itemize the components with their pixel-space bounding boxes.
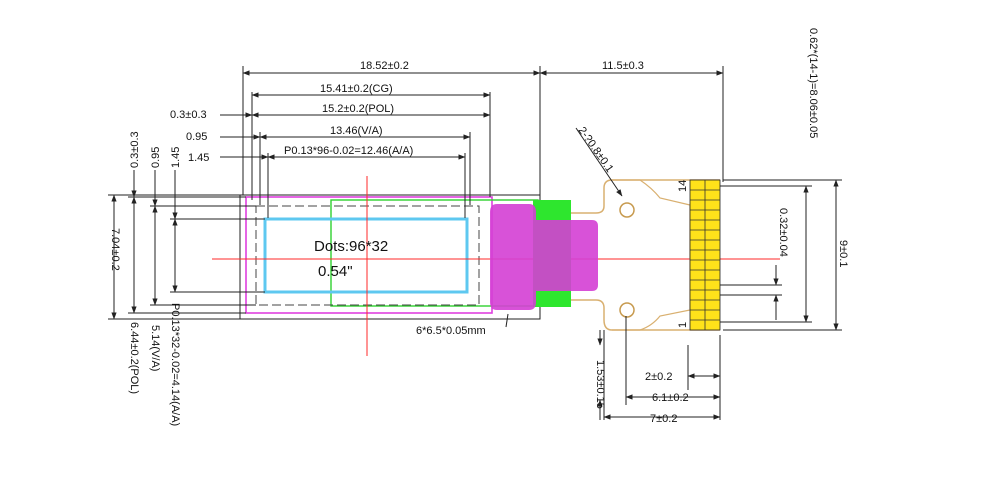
- pin-14-label: 14: [677, 180, 689, 192]
- dim-fpc-stiff: 1.53±0.15: [594, 360, 606, 409]
- dim-fpc-width: 9±0.1: [837, 240, 849, 267]
- pol-outline: [245, 196, 493, 314]
- dim-fpc-diag: 2-?0.8±0.1: [576, 125, 616, 175]
- dim-va: 13.46(V/A): [330, 125, 383, 137]
- fpc-outline: [571, 179, 720, 331]
- ic-chip: [490, 204, 598, 310]
- dim-v-aa: P0.13*32-0.02=4.14(A/A): [169, 303, 181, 426]
- dim-line-diag: [575, 127, 623, 197]
- pin-1-label: 1: [677, 322, 689, 328]
- dim-aa: P0.13*96-0.02=12.46(A/A): [284, 145, 413, 157]
- dim-pol: 15.2±0.2(POL): [322, 103, 394, 115]
- dim-v-03: 0.3±0.3: [129, 131, 141, 168]
- dim-fpc-pitch: 0.62*(14-1)=8.06±0.05: [807, 28, 819, 138]
- dim-fpc-2: 2±0.2: [645, 371, 672, 383]
- dim-overall: 18.52±0.2: [360, 60, 409, 72]
- dim-fpc-pad: 0.32±0.04: [777, 208, 789, 257]
- fpc-fingers-lines: [690, 180, 720, 330]
- dots-label: Dots:96*32: [314, 238, 388, 255]
- dim-v-pol: 6.44±0.2(POL): [128, 322, 140, 394]
- ic-note-leader: [505, 313, 509, 328]
- size-label: 0.54": [318, 263, 353, 280]
- ic-note: 6*6.5*0.05mm: [416, 325, 486, 337]
- fpc-body: [612, 179, 691, 331]
- dim-v-va: 5.14(V/A): [149, 325, 161, 371]
- dim-v-145: 1.45: [170, 147, 182, 168]
- dim-fpc-length: 11.5±0.3: [602, 60, 644, 72]
- dim-left-03: 0.3±0.3: [170, 109, 207, 121]
- dim-v-095: 0.95: [150, 147, 162, 168]
- fpc-hole-top: [619, 202, 635, 218]
- dim-left-095: 0.95: [186, 131, 207, 143]
- aa-outline: [263, 217, 469, 294]
- dim-left-145: 1.45: [188, 152, 209, 164]
- fpc-hole-bottom: [619, 302, 635, 318]
- dim-fpc-61: 6.1±0.2: [652, 392, 689, 404]
- dim-cg: 15.41±0.2(CG): [320, 83, 393, 95]
- dim-fpc-7: 7±0.2: [650, 413, 677, 425]
- dim-v-overall: 7.04±0.2: [109, 228, 121, 271]
